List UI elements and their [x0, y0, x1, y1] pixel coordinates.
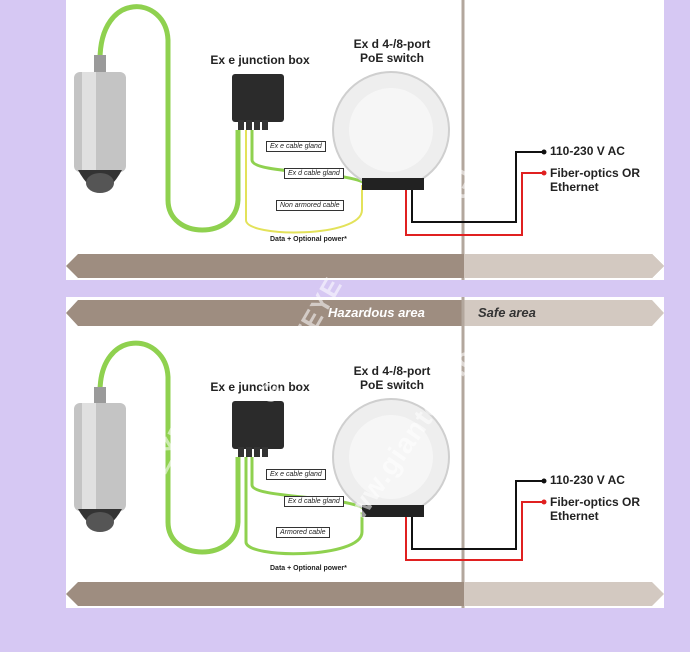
- fiber-label-line1: Fiber-optics OR: [550, 495, 641, 509]
- cable-type-label: Armored cable: [276, 527, 330, 538]
- ptz-camera: [74, 387, 126, 532]
- poe-switch: [332, 71, 450, 190]
- safe-area-label: Safe area: [478, 305, 536, 320]
- hazardous-band: [66, 300, 464, 326]
- ptz-camera: [74, 55, 126, 193]
- fiber-line: [405, 501, 544, 561]
- junction-box-label: Ex e junction box: [210, 53, 310, 67]
- ac-line: [411, 480, 544, 550]
- top-diagram-panel: Ex e junction box Ex d 4-/8-port PoE swi…: [66, 0, 664, 280]
- hazardous-area-label: Hazardous area: [328, 305, 425, 320]
- safe-band: [464, 300, 664, 326]
- switch-label: Ex d 4-/8-port PoE switch: [332, 364, 452, 393]
- data-power-note: Data + Optional power*: [270, 236, 347, 243]
- camera-cable: [97, 4, 241, 233]
- ac-line: [411, 151, 544, 223]
- ex-d-cable-gland-label: Ex d cable gland: [284, 168, 344, 179]
- switch-label-line2: PoE switch: [359, 377, 424, 392]
- junction-box: [232, 401, 284, 457]
- switch-label-line1: Ex d 4-/8-port: [353, 37, 431, 51]
- data-cable-yellow: [245, 130, 363, 234]
- fiber-label-line1: Fiber-optics OR: [550, 166, 641, 180]
- junction-box-label: Ex e junction box: [210, 380, 310, 394]
- ex-e-cable-gland-label: Ex e cable gland: [266, 141, 326, 152]
- data-power-note: Data + Optional power*: [270, 565, 347, 572]
- junction-box: [232, 74, 284, 130]
- fiber-line: [405, 172, 544, 236]
- fiber-label-line2: Ethernet: [550, 509, 599, 524]
- armored-cable: [244, 457, 364, 556]
- floor-band: [66, 582, 464, 606]
- bottom-diagram-panel: Hazardous area Safe area Ex e junction b…: [66, 297, 664, 608]
- ac-label: 110-230 V AC: [550, 473, 625, 487]
- switch-label-line2: PoE switch: [359, 50, 424, 65]
- ex-e-cable-gland-label: Ex e cable gland: [266, 469, 326, 480]
- fiber-label: Fiber-optics OR Ethernet: [550, 495, 640, 524]
- top-diagram-graphics: [66, 0, 664, 280]
- switch-label: Ex d 4-/8-port PoE switch: [332, 37, 452, 66]
- ac-label: 110-230 V AC: [550, 144, 625, 158]
- ex-d-cable-gland-label: Ex d cable gland: [284, 496, 344, 507]
- camera-cable: [97, 340, 241, 555]
- bottom-diagram-graphics: [66, 297, 664, 608]
- fiber-label: Fiber-optics OR Ethernet: [550, 166, 640, 195]
- switch-label-line1: Ex d 4-/8-port: [353, 364, 431, 378]
- poe-switch: [332, 398, 450, 517]
- cable-type-label: Non armored cable: [276, 200, 344, 211]
- fiber-label-line2: Ethernet: [550, 180, 599, 195]
